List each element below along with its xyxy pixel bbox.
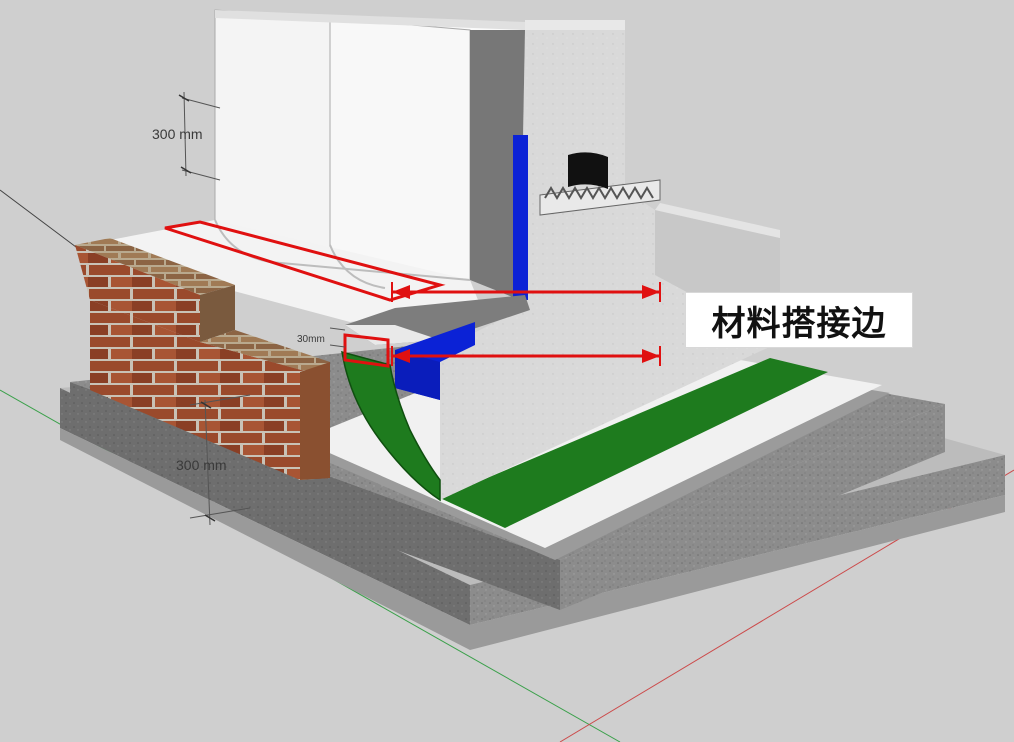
overlap-region-lower	[343, 333, 390, 368]
membrane-fold-top	[345, 325, 440, 345]
guide-line	[0, 189, 81, 251]
overlap-edge-callout: 材料搭接边	[685, 292, 913, 348]
green-membrane-curved	[341, 350, 441, 502]
green-membrane-strip	[440, 358, 828, 528]
blue-membrane-vertical	[513, 135, 528, 300]
arrow-upper-double-arrow-icon	[391, 282, 661, 302]
white-wall	[214, 9, 525, 300]
arrow-lower-double-arrow-icon	[391, 346, 661, 366]
overlap-region-upper	[164, 220, 446, 302]
blue-membrane-block-side	[395, 350, 440, 400]
dimension-upper: 300 mm	[152, 91, 221, 181]
dimension-small: 30mm	[297, 327, 346, 348]
brick-wall	[75, 238, 330, 480]
dim-small-label: 30mm	[297, 334, 325, 345]
dimension-lower: 300 mm	[176, 394, 251, 526]
dim-upper-label: 300 mm	[152, 126, 203, 142]
waterstop-strip	[539, 152, 661, 216]
dim-lower-label: 300 mm	[176, 457, 227, 473]
